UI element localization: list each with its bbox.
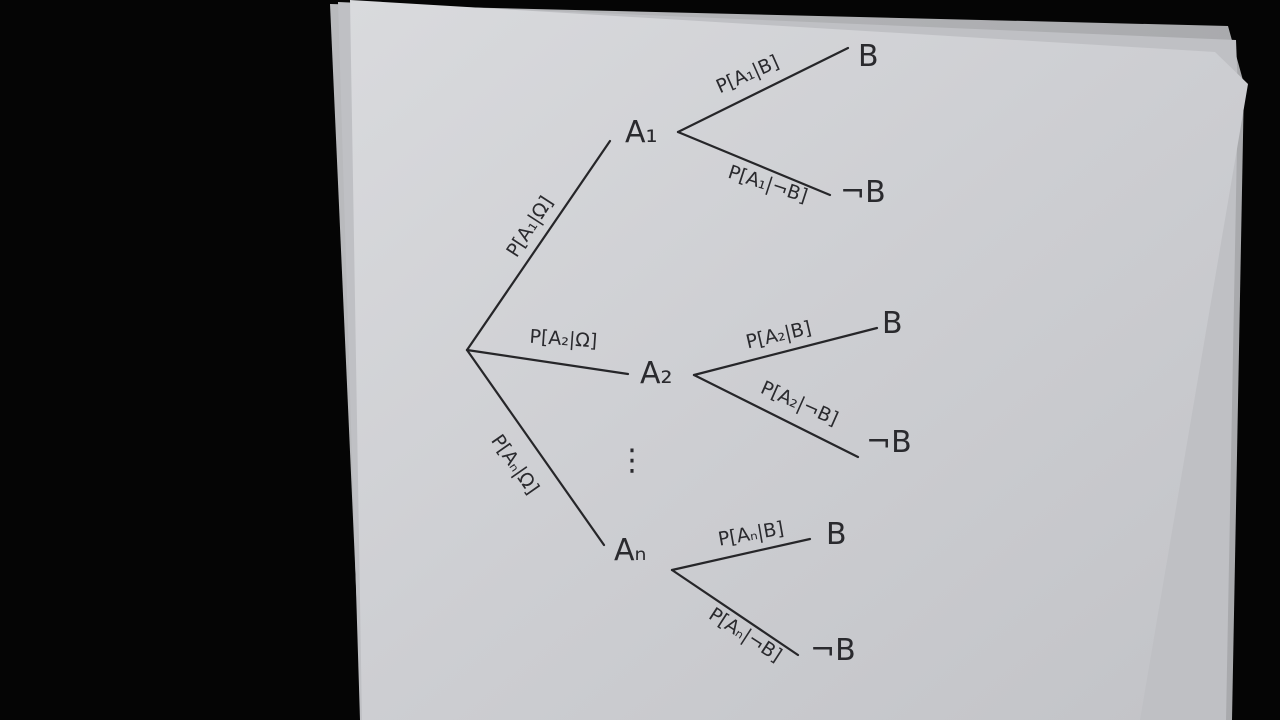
edge-an-notb <box>670 568 800 657</box>
edge-root-a1 <box>465 139 612 352</box>
edge-a1-notb <box>676 130 832 197</box>
node-a1: A₁ <box>625 115 658 150</box>
edge-a2-b <box>692 326 879 377</box>
edge-a1-b <box>676 46 850 134</box>
ellipsis: ⋮ <box>617 443 647 478</box>
label-root-a2: P[A₂|Ω] <box>529 326 598 353</box>
paper-sheet <box>350 0 1248 720</box>
edge-a2-notb <box>692 373 860 459</box>
leaf-a1-b: B <box>858 39 879 74</box>
leaf-a1-notb: ¬B <box>840 175 886 210</box>
edge-an-b <box>670 537 812 572</box>
leaf-an-notb: ¬B <box>810 633 856 668</box>
leaf-a2-b: B <box>882 306 903 341</box>
edge-root-a2 <box>465 348 630 376</box>
node-an: Aₙ <box>614 533 646 568</box>
leaf-an-b: B <box>826 517 847 552</box>
leaf-a2-notb: ¬B <box>866 425 912 460</box>
edge-root-an <box>465 348 606 547</box>
node-a2: A₂ <box>640 356 673 391</box>
